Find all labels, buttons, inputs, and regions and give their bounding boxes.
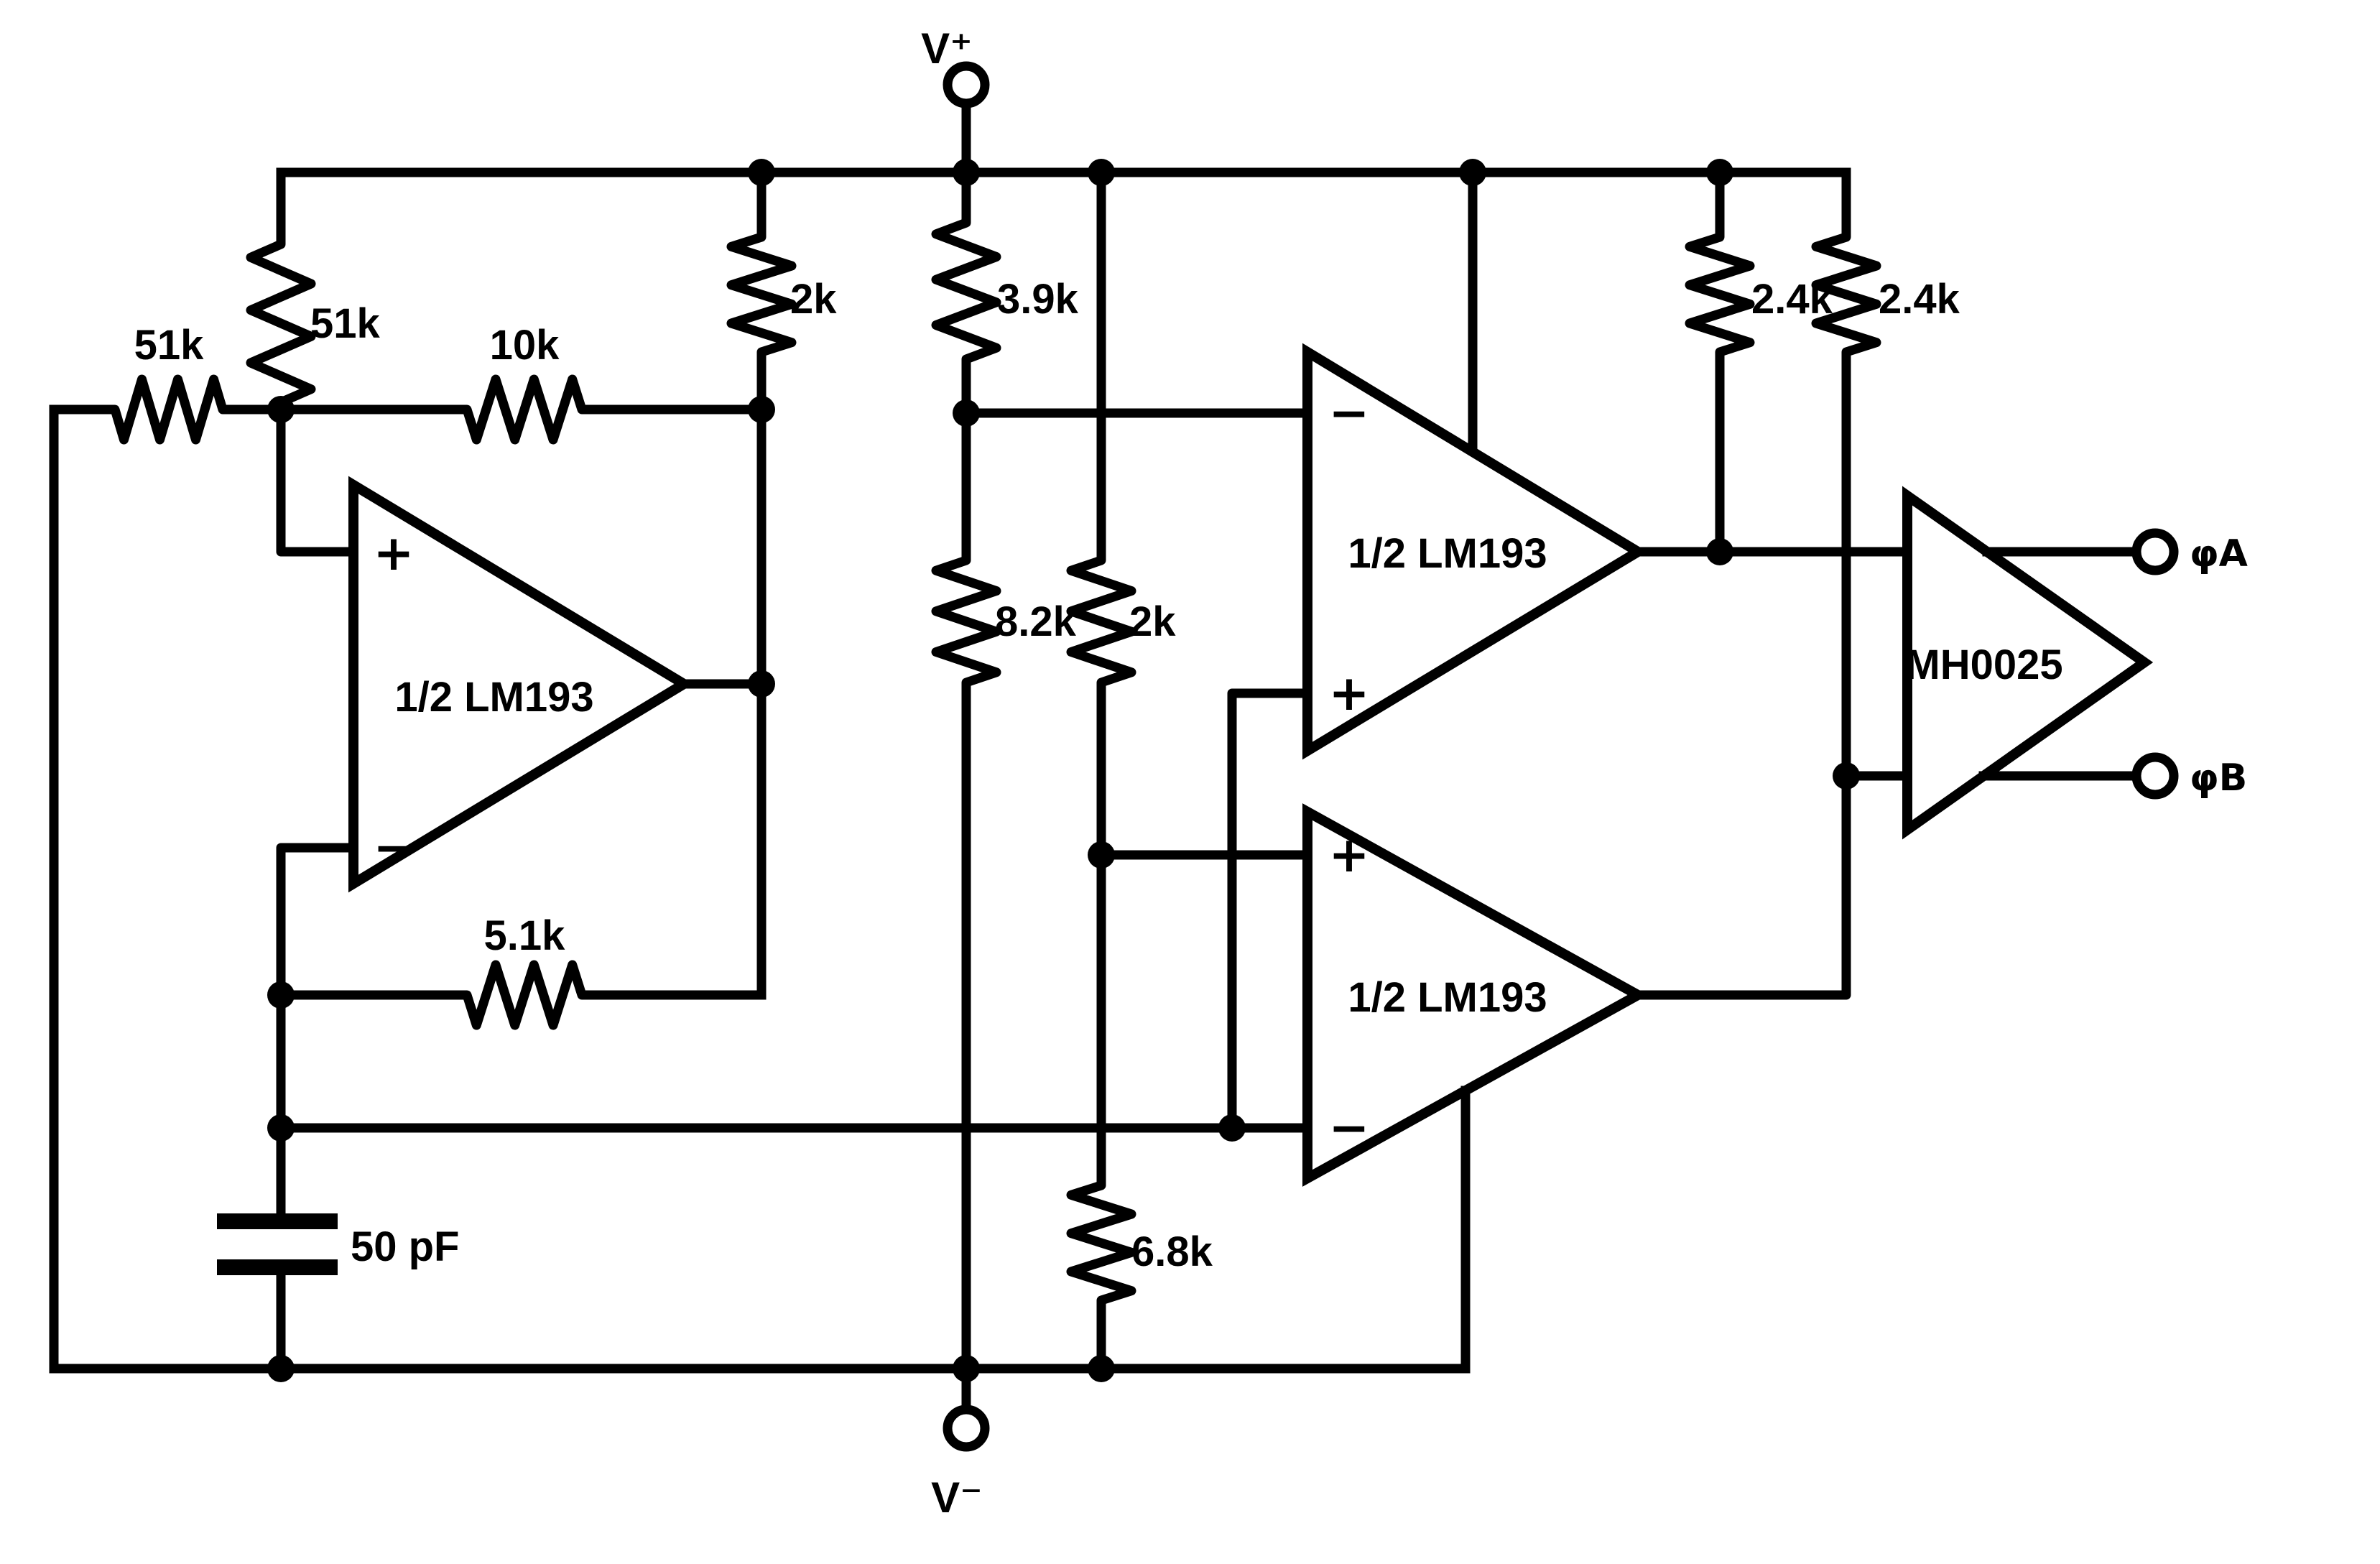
comparator2-symbol [1302, 343, 1648, 760]
junction-dot [1088, 1355, 1115, 1382]
driver-mh0025-label: MH0025 [1905, 642, 2062, 688]
comp3-output-wire [1633, 771, 1912, 1000]
vplus-terminal [943, 61, 990, 108]
junction-dot [1706, 159, 1733, 186]
junction-dot [953, 159, 980, 186]
junction-dot [953, 399, 980, 427]
phi-a-label: φA [2190, 532, 2248, 575]
cap-50pf-label: 50 pF [351, 1223, 460, 1270]
comparator3-symbol [1302, 803, 1649, 1187]
phi-b-terminal [2131, 752, 2179, 800]
resistor-10k [276, 374, 767, 445]
junction-dot [1218, 1114, 1246, 1142]
resistor-2p4k-right-label: 2.4k [1879, 276, 1960, 323]
vminus-label: V⁻ [931, 1473, 983, 1522]
resistor-51k-top-label: 51k [310, 300, 381, 347]
comp2-minus-sign: − [1329, 385, 1370, 442]
driver-mh0025-symbol [1902, 486, 2154, 840]
comparator1-label: 1/2 LM193 [394, 674, 593, 721]
junction-dot [953, 1355, 980, 1382]
resistor-6p8k [1066, 850, 1136, 1374]
vminus-terminal [943, 1405, 990, 1452]
junction-dot [1833, 762, 1860, 790]
resistor-8p2k [931, 408, 1001, 1374]
resistor-2k-left-label: 2k [790, 276, 837, 323]
resistor-3p9k-label: 3.9k [997, 276, 1079, 323]
resistor-2k-mid [1066, 167, 1136, 860]
comp1-minus-sign: − [374, 820, 415, 876]
comparator2-label: 1/2 LM193 [1348, 530, 1547, 577]
comp1-minus-input-wire [276, 843, 358, 1000]
junction-dot [267, 1114, 295, 1142]
resistor-51k-top [246, 167, 316, 415]
resistor-6p8k-label: 6.8k [1131, 1228, 1213, 1275]
junction-dot [748, 670, 775, 698]
resistor-51k-left-label: 51k [134, 322, 205, 369]
junction-dot [1088, 841, 1115, 869]
junction-dot [1459, 159, 1486, 186]
resistor-5p1k-label: 5.1k [484, 912, 566, 959]
comparator1-symbol [348, 476, 694, 893]
junction-dot [267, 1355, 295, 1382]
comp2-plus-sign: + [1329, 665, 1370, 722]
comp3-plus-sign: + [1329, 827, 1370, 884]
comp1-plus-input-wire [276, 404, 358, 557]
resistor-5p1k [276, 960, 767, 1030]
junction-dot [1706, 538, 1733, 565]
comp2-plus-input-wire [1227, 688, 1312, 1133]
junction-dot [267, 981, 295, 1009]
resistor-2p4k-right [1811, 167, 1881, 781]
phi-b-label: φB [2190, 756, 2247, 800]
resistor-2k-left [726, 167, 797, 415]
junction-dots [267, 159, 1860, 1382]
comparator3-label: 1/2 LM193 [1348, 974, 1547, 1021]
resistor-51k-left [49, 374, 286, 445]
resistor-2p4k-left [1685, 167, 1755, 557]
junction-dot [748, 159, 775, 186]
resistor-2k-mid-label: 2k [1129, 598, 1176, 645]
comp3-minus-sign: − [1329, 1100, 1370, 1157]
junction-dot [1088, 159, 1115, 186]
resistor-8p2k-label: 8.2k [995, 598, 1077, 645]
junction-dot [267, 396, 295, 423]
resistor-3p9k [931, 167, 1001, 418]
junction-dot [748, 396, 775, 423]
comp1-plus-sign: + [374, 525, 415, 582]
phi-a-terminal [2131, 528, 2179, 575]
resistor-10k-label: 10k [490, 322, 560, 369]
vplus-label: V⁺ [921, 24, 973, 73]
